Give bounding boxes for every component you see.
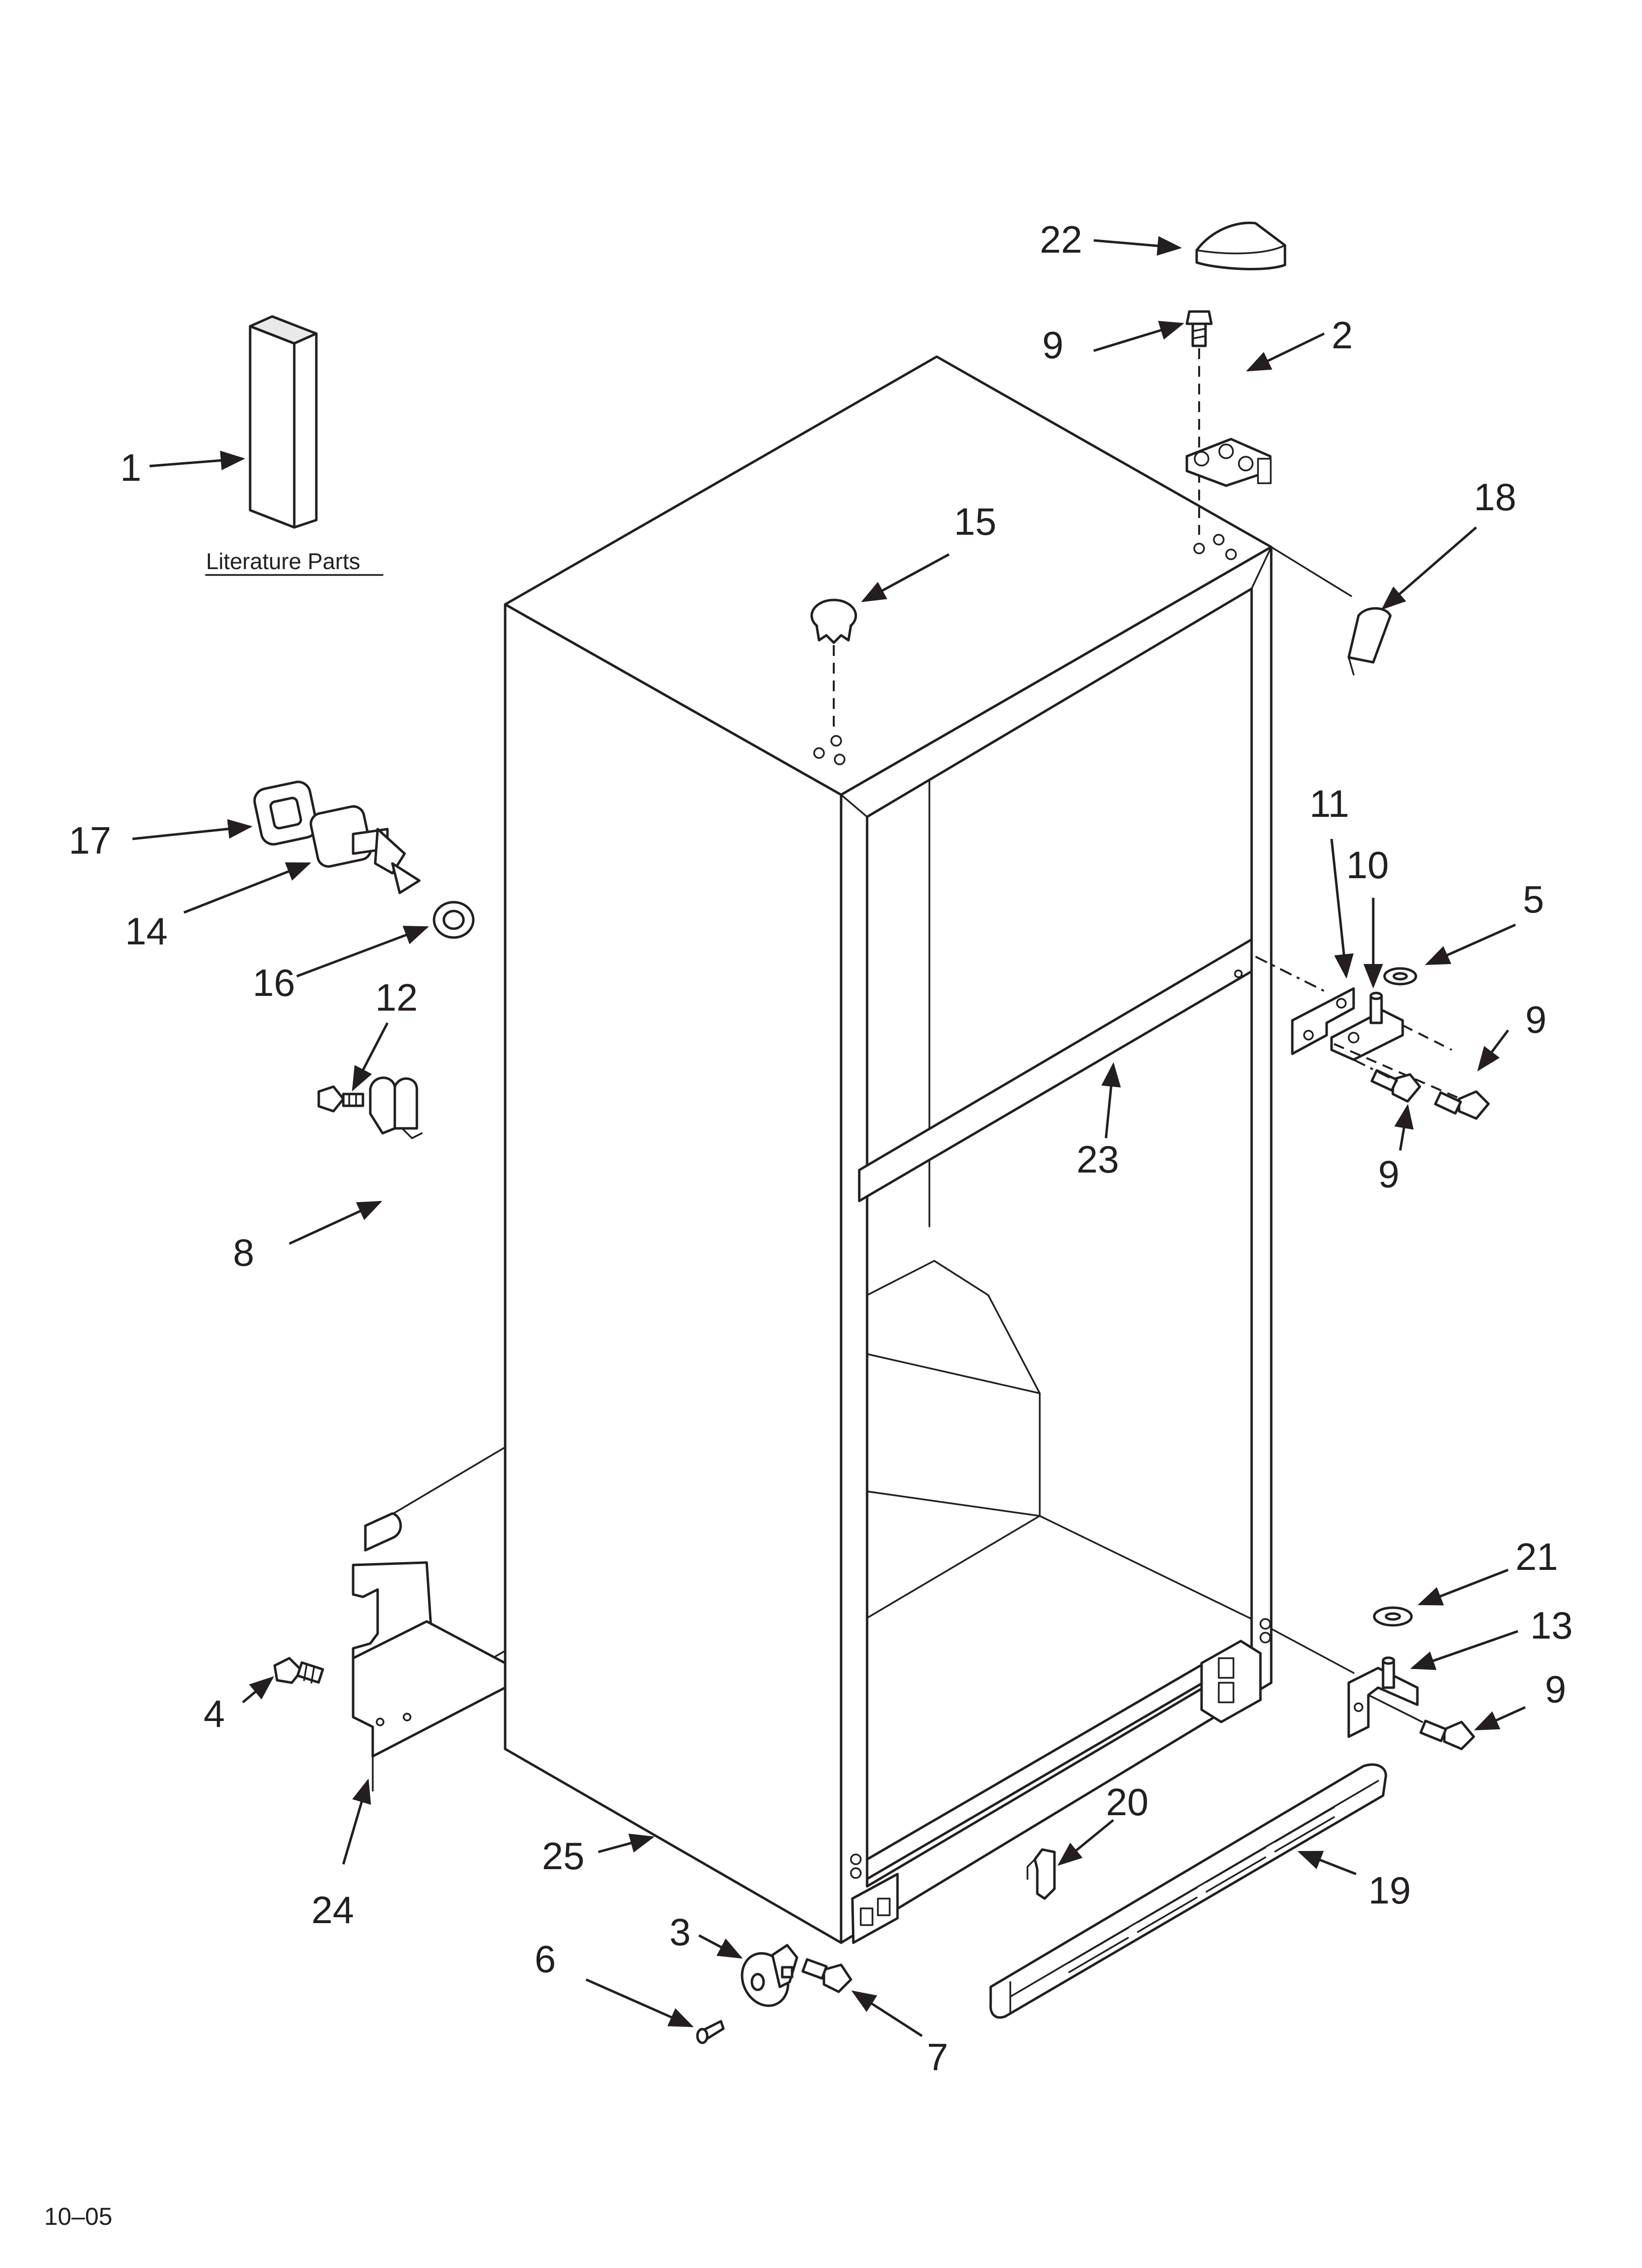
- callout-2: 2: [1332, 313, 1353, 357]
- cabinet: [504, 355, 1273, 1944]
- date-code: 10–05: [44, 2203, 112, 2230]
- callout-19: 19: [1368, 1869, 1411, 1912]
- callout-8: 8: [233, 1231, 254, 1274]
- leveling-bracket: [352, 1446, 507, 1792]
- callout-16: 16: [253, 961, 295, 1004]
- callout-17: 17: [69, 819, 111, 862]
- leader-arrows: [132, 236, 1526, 2037]
- callout-25: 25: [542, 1834, 585, 1877]
- callout-22: 22: [1040, 218, 1082, 261]
- callout-21: 21: [1515, 1535, 1558, 1578]
- callout-9-top: 9: [1042, 323, 1063, 366]
- callout-12: 12: [375, 976, 418, 1019]
- callout-4: 4: [204, 1692, 225, 1735]
- callout-9-center: 9: [1525, 998, 1546, 1041]
- hinge-pin-cover: [1270, 546, 1392, 676]
- callout-10: 10: [1346, 843, 1389, 886]
- door-stop-bracket: [317, 1076, 423, 1139]
- grille-clip: [1026, 1848, 1056, 1900]
- callout-9-lower: 9: [1378, 1152, 1399, 1196]
- divider-rail: [858, 938, 1325, 1202]
- literature-parts-label: Literature Parts: [206, 548, 360, 574]
- callout-18: 18: [1474, 475, 1516, 519]
- door-stop-assembly: [253, 781, 475, 939]
- callout-13: 13: [1530, 1604, 1573, 1647]
- callout-9-bottom: 9: [1545, 1668, 1566, 1711]
- lower-hinge-assembly: [1270, 1606, 1475, 1750]
- callout-14: 14: [125, 910, 168, 953]
- roller-assembly: [696, 1944, 852, 2044]
- callout-3: 3: [669, 1910, 691, 1954]
- callout-24: 24: [311, 1888, 354, 1931]
- center-hinge-assembly: [1291, 967, 1490, 1120]
- toe-grille: [989, 1763, 1387, 2019]
- callout-6: 6: [535, 1937, 556, 1981]
- plug-button: [810, 599, 857, 733]
- callout-7: 7: [927, 2035, 948, 2079]
- top-hinge: [1185, 438, 1272, 487]
- callout-5: 5: [1523, 878, 1544, 921]
- callout-15: 15: [954, 500, 997, 543]
- callout-11: 11: [1309, 782, 1349, 825]
- callout-numbers: 1 2 3 4 5 6 7 8 9 9 9 9 10 11 12 13 14 1…: [69, 218, 1573, 2079]
- literature-booklet: [249, 315, 318, 529]
- top-hinge-screw: [1185, 310, 1213, 535]
- top-hinge-cover: [1195, 221, 1286, 270]
- callout-23: 23: [1077, 1138, 1119, 1181]
- callout-20: 20: [1106, 1780, 1149, 1824]
- bracket-screw: [273, 1657, 324, 1684]
- callout-1: 1: [120, 446, 141, 489]
